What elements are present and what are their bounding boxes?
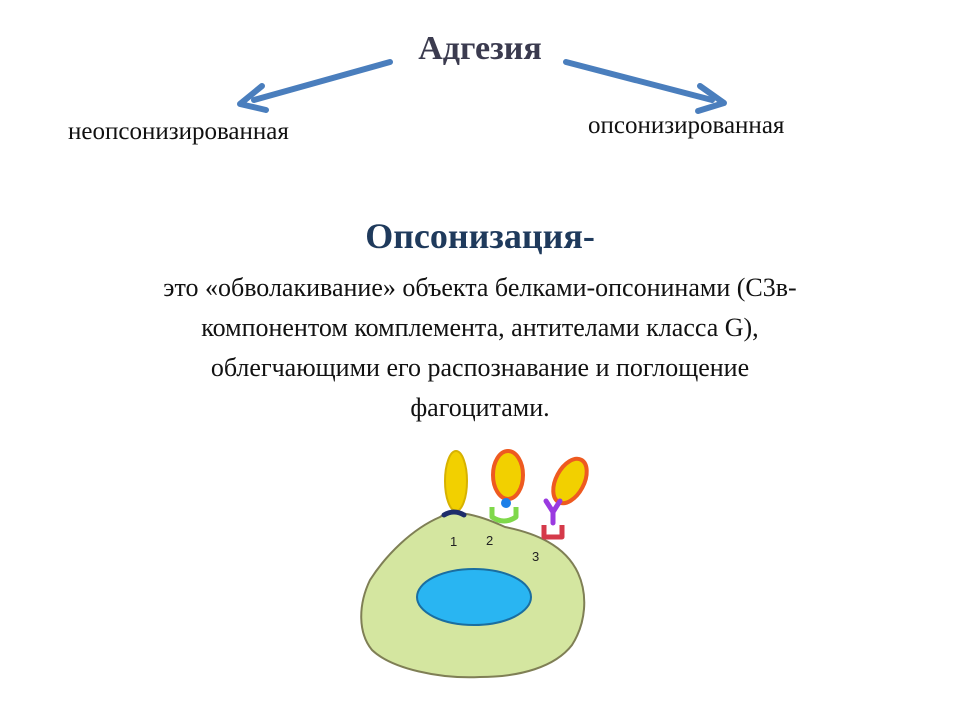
bacterium-3 [551,456,589,506]
definition-line: фагоцитами. [410,393,550,422]
bacterium-2 [491,449,525,501]
opsonin-c3b [501,498,511,508]
opsonization-heading: Опсонизация- [365,216,595,256]
phagocyte-figure: 1 2 3 [360,449,589,679]
receptor-2 [489,507,519,524]
figure-label: 2 [486,533,493,548]
figure-label: 1 [450,534,457,549]
left-arrow [237,59,393,113]
definition-line: облегчающими его распознавание и поглоще… [210,353,750,382]
figure-label: 3 [532,549,539,564]
branch-arrows [237,59,727,114]
definition-line: это «обволакивание» объекта белками-опсо… [163,273,797,302]
page-title: Адгезия [418,30,542,67]
antibody-igg [543,498,563,526]
definition-line: компонентом комплемента, антителами клас… [201,313,759,342]
receptor-1 [441,509,467,518]
nucleus [416,568,532,626]
opsonization-definition: это «обволакивание» объекта белками-опсо… [40,268,920,428]
right-arrow [563,59,727,114]
bacterium-1 [444,450,468,512]
opsonized-label: опсонизированная [588,112,785,139]
receptor-3 [541,525,565,540]
non-opsonized-label: неопсонизированная [68,118,289,145]
